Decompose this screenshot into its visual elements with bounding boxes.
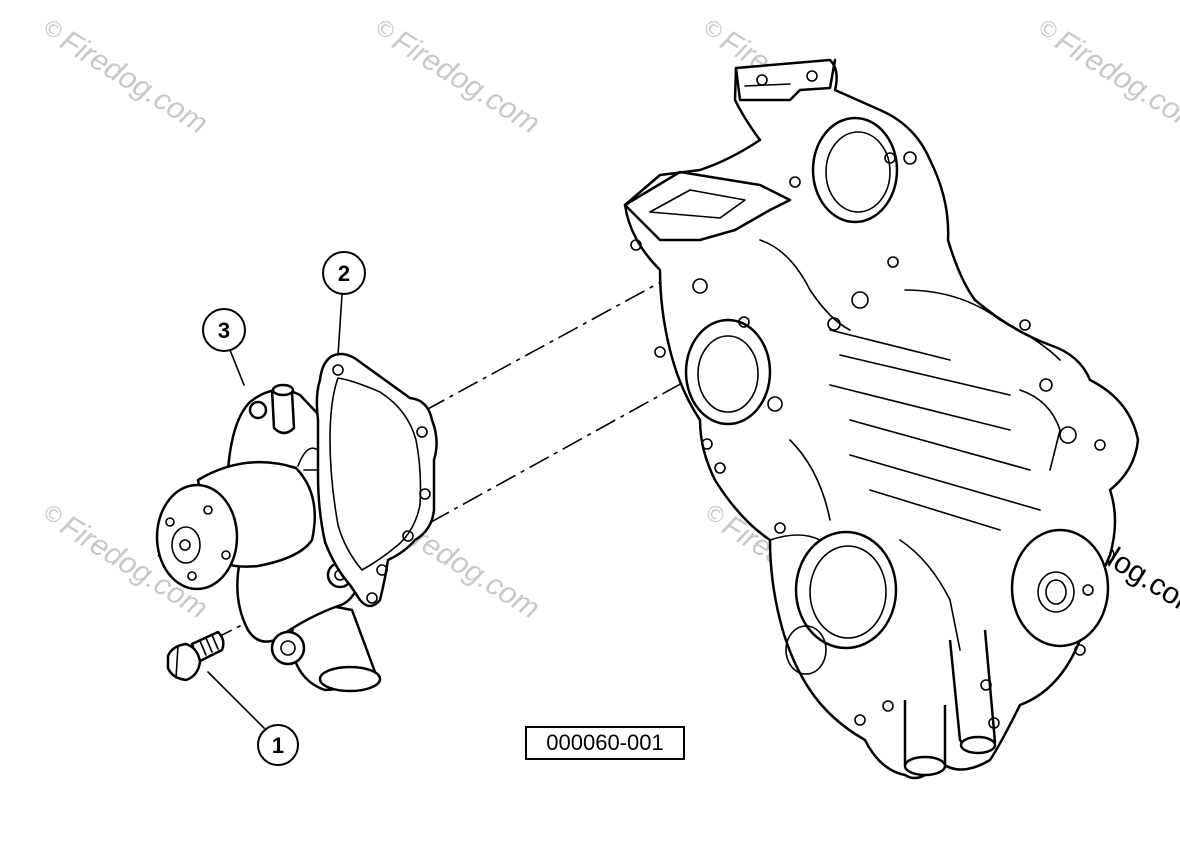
housing-rib bbox=[849, 454, 1041, 511]
pump-pulley-flange bbox=[155, 483, 239, 591]
gasket-hole bbox=[416, 426, 428, 438]
housing-contour bbox=[904, 289, 1061, 361]
pump-top-nipple bbox=[270, 389, 296, 435]
housing-rib bbox=[839, 354, 1011, 396]
pump-outlet-end bbox=[318, 665, 382, 693]
bolt[interactable] bbox=[166, 630, 225, 682]
bolt-thread bbox=[211, 634, 219, 650]
housing-contour bbox=[789, 439, 831, 521]
bolt-thread bbox=[205, 637, 213, 653]
housing-threaded-hole-inner bbox=[1045, 579, 1067, 605]
housing-lower-bore bbox=[794, 530, 898, 650]
callout-3-label: 3 bbox=[218, 318, 230, 343]
housing-top-flange bbox=[734, 58, 837, 102]
housing-bolt-holes bbox=[630, 70, 1106, 729]
housing-pump-bore-inner bbox=[697, 335, 759, 413]
gasket-hole bbox=[376, 564, 388, 576]
callout-3-leader bbox=[229, 349, 245, 386]
watermark-text: Firedog.com bbox=[387, 24, 546, 140]
pump-hub bbox=[171, 526, 201, 564]
watermark-text: Firedog.com bbox=[55, 24, 214, 140]
figure-code-label: 000060-001 bbox=[525, 726, 685, 760]
housing-outline bbox=[623, 58, 1140, 780]
pump-boss bbox=[270, 630, 306, 666]
callout-2-leader bbox=[337, 294, 343, 356]
flange-hole bbox=[221, 550, 231, 560]
callout-2-circle bbox=[322, 251, 366, 295]
pump-boss bbox=[248, 400, 268, 420]
bolt-shank bbox=[190, 630, 225, 664]
callout-1-leader bbox=[207, 671, 265, 729]
housing-upper-bore bbox=[811, 116, 899, 224]
housing-contour bbox=[769, 534, 821, 541]
callout-1-label: 1 bbox=[272, 733, 284, 758]
watermark-text: Firedog.com bbox=[1050, 24, 1180, 140]
housing-side-recess bbox=[649, 189, 746, 219]
housing-top-edge bbox=[744, 83, 791, 87]
housing-contour bbox=[759, 239, 851, 331]
callout-3-circle bbox=[202, 308, 246, 352]
gasket-inner-opening bbox=[329, 377, 422, 571]
callout-1-circle bbox=[257, 724, 299, 766]
callout-3[interactable]: 3 bbox=[202, 308, 246, 386]
housing-right-boss bbox=[1010, 528, 1110, 648]
housing-small-bore bbox=[785, 625, 827, 675]
flange-hole bbox=[165, 517, 175, 527]
flange-hole bbox=[187, 571, 197, 581]
pump-boss-hole bbox=[280, 640, 296, 656]
housing-threaded-hole bbox=[1037, 571, 1075, 613]
callout-1[interactable]: 1 bbox=[207, 671, 299, 766]
housing-rib bbox=[869, 489, 1001, 531]
housing-lower-bore-inner bbox=[809, 545, 887, 639]
pump-shaft bbox=[179, 539, 191, 551]
housing-contour bbox=[1019, 389, 1061, 471]
housing-side-block bbox=[623, 170, 792, 242]
gasket[interactable] bbox=[315, 352, 438, 608]
housing-upper-bore-inner bbox=[825, 131, 891, 213]
callout-2-label: 2 bbox=[338, 261, 350, 286]
callout-2[interactable]: 2 bbox=[322, 251, 366, 356]
housing-rib bbox=[829, 384, 1011, 431]
housing-contour bbox=[899, 539, 961, 651]
housing-bottom-pipe-2-end bbox=[959, 735, 997, 755]
housing-rib bbox=[829, 329, 951, 361]
housing-rib bbox=[849, 419, 1031, 471]
bolt-head bbox=[166, 642, 202, 682]
gasket-hole bbox=[419, 488, 431, 500]
gasket-hole bbox=[332, 364, 344, 376]
bolt-head-edge bbox=[175, 645, 179, 679]
gear-case-housing bbox=[623, 58, 1140, 780]
pump-nipple-end bbox=[271, 383, 295, 397]
flange-hole bbox=[203, 505, 213, 515]
bolt-thread bbox=[199, 640, 207, 656]
gasket-hole bbox=[366, 592, 378, 604]
housing-bottom-pipe-end bbox=[903, 755, 947, 777]
gasket-hole bbox=[402, 530, 414, 542]
